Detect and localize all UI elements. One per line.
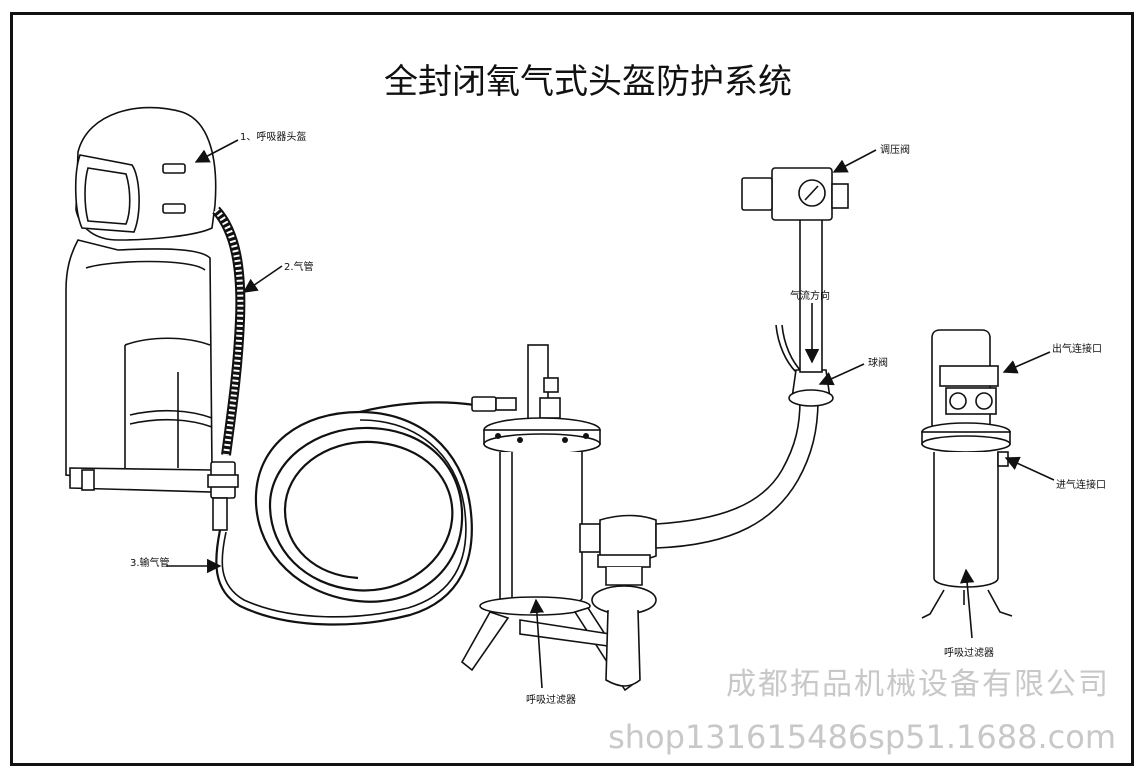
label-inlet-connector: 进气连接口 bbox=[1056, 478, 1106, 491]
diagram-frame bbox=[10, 12, 1134, 766]
center-filter bbox=[460, 344, 657, 692]
label-pressure-valve: 调压阀 bbox=[880, 143, 910, 156]
label-filter-center: 呼吸过滤器 bbox=[526, 693, 576, 706]
label-supply-hose: 3.输气管 bbox=[130, 556, 170, 569]
diagram-title: 全封闭氧气式头盔防护系统 bbox=[384, 62, 792, 102]
right-filter bbox=[921, 329, 1013, 619]
valve-assembly bbox=[741, 167, 849, 407]
label-airflow-direction: 气流方向 bbox=[790, 289, 830, 302]
label-ball-valve: 球阀 bbox=[868, 356, 888, 369]
label-filter-right: 呼吸过滤器 bbox=[944, 646, 994, 659]
label-helmet: 1、呼吸器头盔 bbox=[240, 130, 306, 143]
callouts: 1、呼吸器头盔 2.气管 3.输气管 调压阀 气流方向 球阀 出气连接口 进气连… bbox=[130, 130, 1106, 706]
watermark-company: 成都拓品机械设备有限公司 bbox=[726, 667, 1110, 702]
helmet-hood bbox=[65, 106, 217, 493]
watermark-shop: shop1316154​86sp51.1688.com bbox=[608, 718, 1116, 756]
supply-hose-coil bbox=[215, 396, 517, 626]
label-outlet-connector: 出气连接口 bbox=[1052, 342, 1102, 355]
label-air-tube: 2.气管 bbox=[284, 260, 314, 273]
supply-pipe bbox=[655, 399, 819, 549]
air-tube bbox=[207, 206, 246, 531]
